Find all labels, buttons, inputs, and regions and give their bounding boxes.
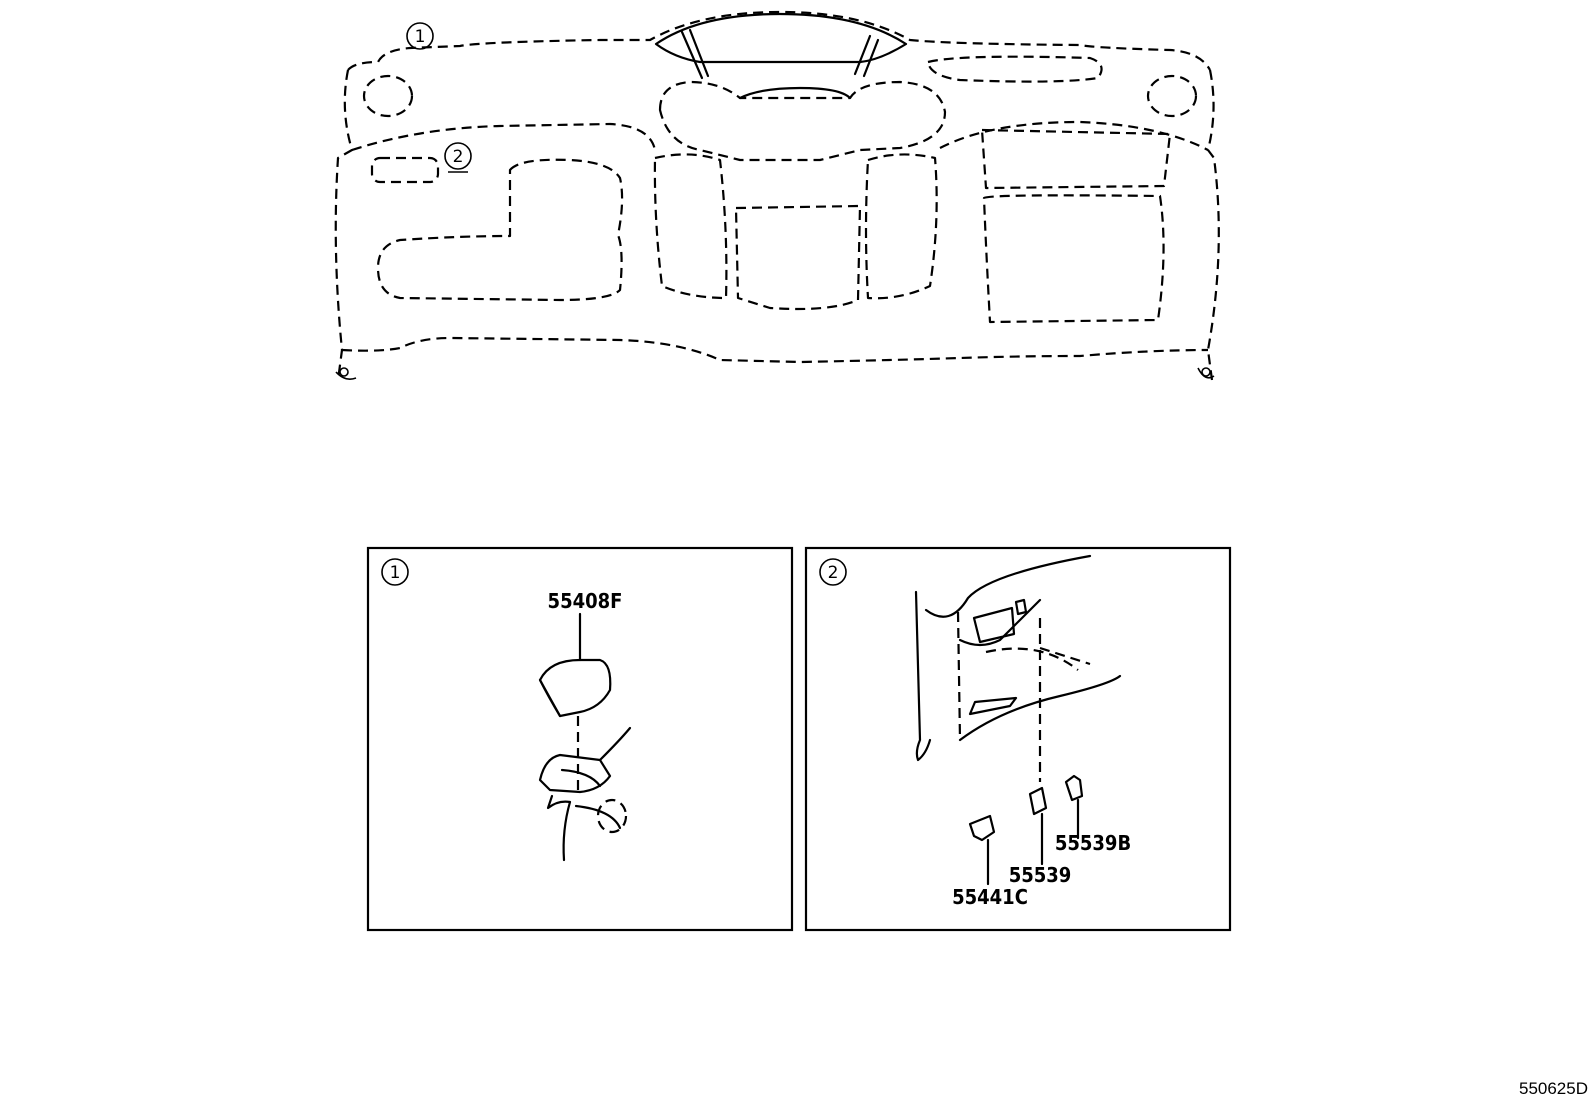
part-label-55408F: 55408F: [548, 589, 623, 613]
overview-callout-1: 1: [415, 27, 426, 47]
detail-box-1: 1 55408F: [366, 546, 794, 932]
diagram-code: 550625D: [1519, 1079, 1588, 1098]
box1-callout-circle: [381, 558, 409, 586]
part-label-55539B: 55539B: [1055, 831, 1131, 855]
part-label-55441C: 55441C: [952, 885, 1028, 909]
box2-callout: 2: [828, 563, 839, 583]
overview-callout-1-circle: [406, 22, 434, 50]
overview-callout-2-circle: [444, 142, 472, 170]
vent-cover-part: [538, 658, 612, 718]
box1-callout: 1: [390, 563, 401, 583]
instrument-panel-overview: 1 2: [334, 10, 1220, 381]
detail-box-2: 2 55539 55539B 55441C: [804, 546, 1232, 932]
overview-callout-2: 2: [453, 147, 464, 167]
part-label-55539: 55539: [1009, 863, 1072, 887]
box2-callout-circle: [819, 558, 847, 586]
